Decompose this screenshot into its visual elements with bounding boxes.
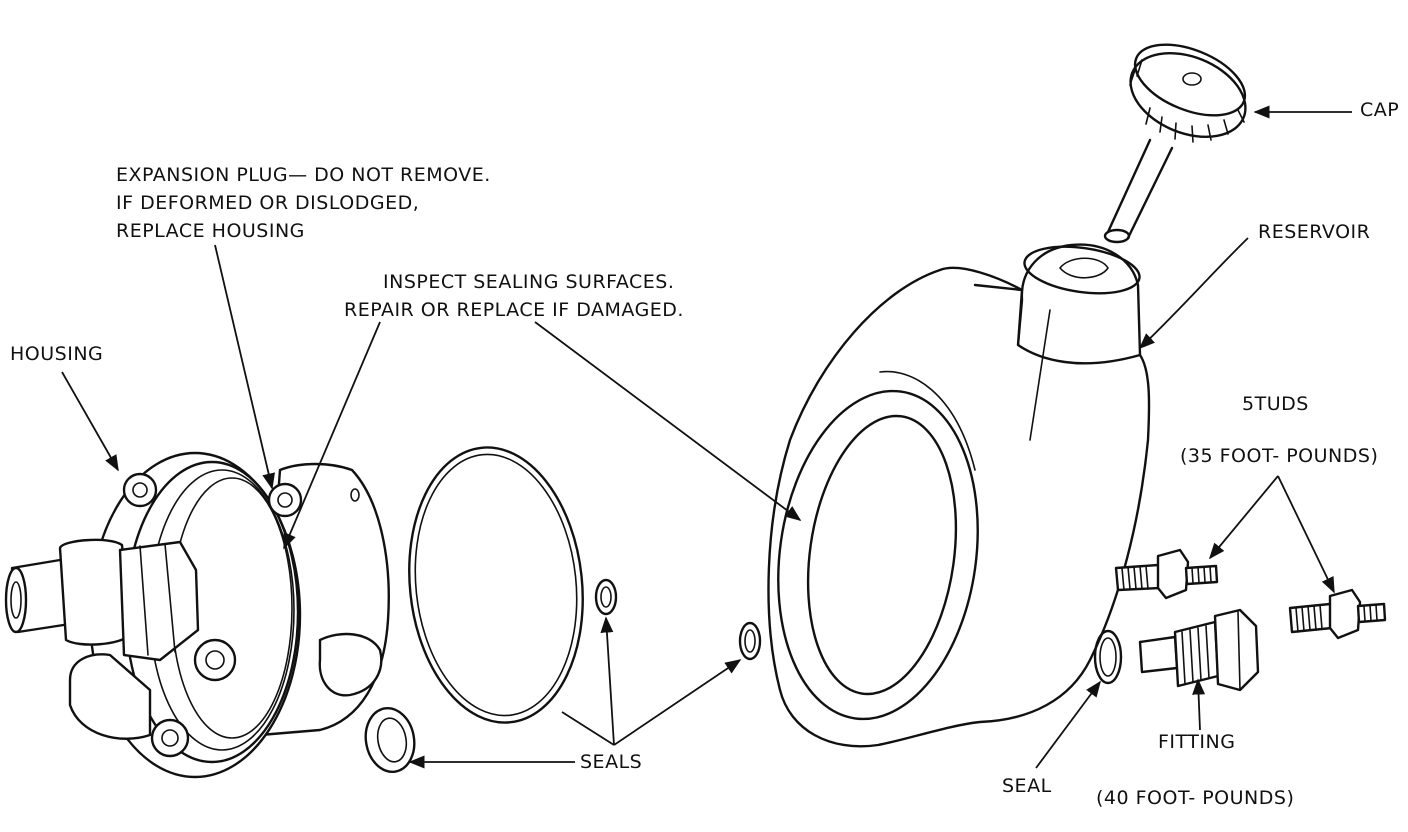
leader-lines <box>61 105 1352 769</box>
reservoir-label: RESERVOIR <box>1258 221 1371 243</box>
expansion-plug-label-line3: REPLACE HOUSING <box>116 220 305 242</box>
small-seals <box>364 578 1123 773</box>
seal-label: SEAL <box>1002 775 1052 797</box>
large-seal-ring <box>408 446 584 724</box>
inspect-label-line2: REPAIR OR REPLACE IF DAMAGED. <box>344 299 684 321</box>
seals-label: SEALS <box>580 751 643 773</box>
housing-label: HOUSING <box>10 343 104 365</box>
studs-torque-label: (35 FOOT- POUNDS) <box>1180 445 1379 467</box>
studs-label: 5TUDS <box>1242 393 1309 415</box>
expansion-plug-label-line1: EXPANSION PLUG— DO NOT REMOVE. <box>116 164 491 186</box>
studs-part <box>1114 548 1387 640</box>
cap-label: CAP <box>1360 99 1400 121</box>
cap-part <box>1103 43 1247 244</box>
fitting-label: FITTING <box>1158 731 1236 753</box>
housing-part <box>4 451 390 779</box>
fitting-torque-label: (40 FOOT- POUNDS) <box>1096 787 1295 809</box>
expansion-plug-label-line2: IF DEFORMED OR DISLODGED, <box>116 192 420 214</box>
fitting-part <box>1138 608 1260 692</box>
reservoir-part <box>767 243 1151 748</box>
inspect-label-line1: INSPECT SEALING SURFACES. <box>383 271 675 293</box>
